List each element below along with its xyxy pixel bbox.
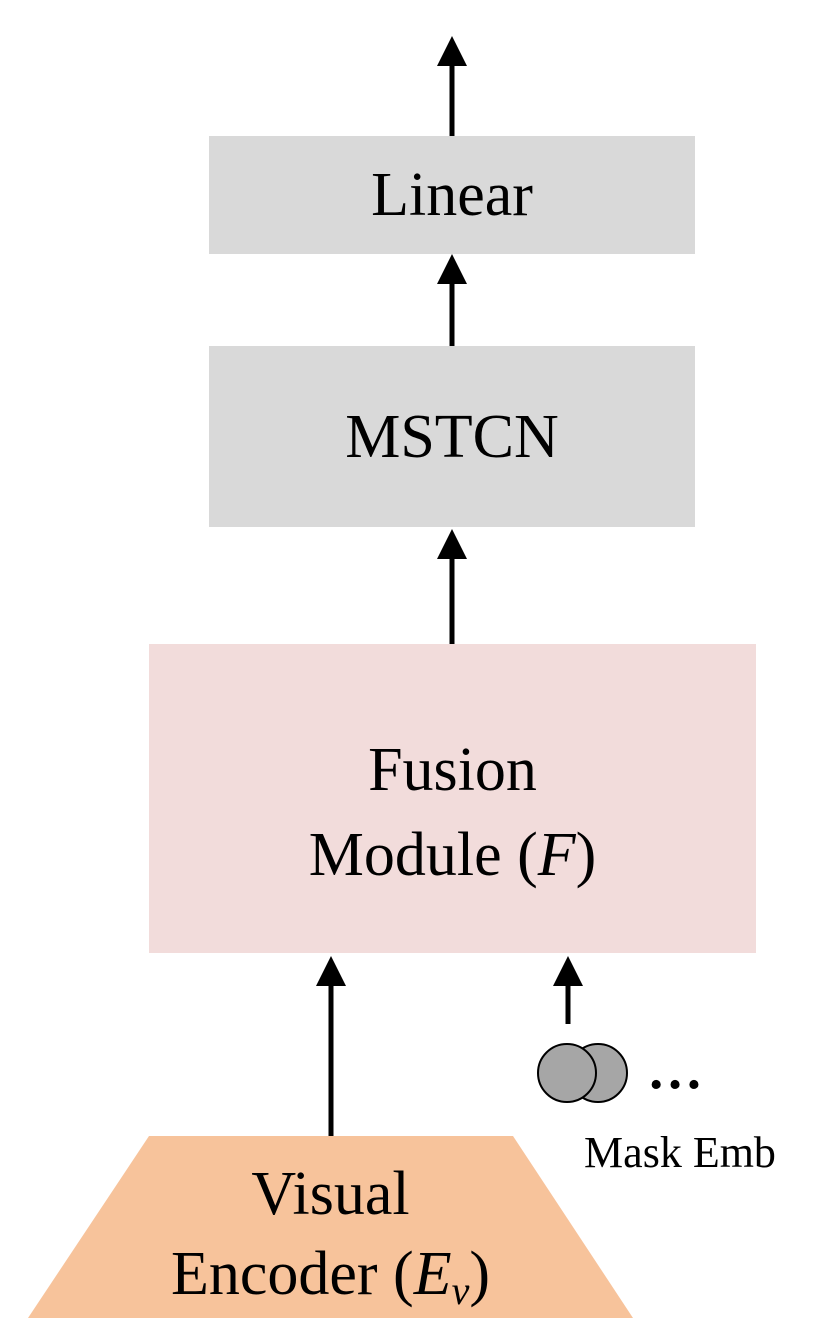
arrowheads [316, 36, 583, 986]
mstcn-block [209, 346, 695, 527]
arrowhead-icon [316, 956, 346, 986]
arrowhead-icon [437, 36, 467, 66]
visual-encoder-block [28, 1136, 633, 1318]
encoder-label-prefix: Encoder ( [171, 1240, 414, 1308]
encoder-label-suffix: ) [469, 1240, 490, 1308]
mask-emb-label: Mask Emb [584, 1128, 776, 1177]
encoder-subscript: v [451, 1268, 470, 1313]
arrows [328, 60, 571, 1136]
fusion-symbol: F [537, 821, 576, 889]
visual-encoder-label-line1: Visual [251, 1160, 410, 1228]
fusion-module-block [149, 644, 756, 953]
arrowhead-icon [553, 956, 583, 986]
visual-encoder-label-line2: Encoder (Ev) [28, 1237, 633, 1311]
linear-label: Linear [371, 161, 533, 229]
fusion-label-suffix: ) [575, 821, 597, 889]
fusion-label-line2: Module (F) [149, 818, 756, 892]
arrowhead-icon [437, 529, 467, 559]
encoder-symbol: E [413, 1240, 452, 1308]
fusion-label-line1: Fusion [368, 736, 537, 804]
mask-embedding-icon [537, 1043, 628, 1103]
arrowhead-icon [437, 254, 467, 284]
mask-ellipsis: … [647, 1039, 703, 1101]
fusion-label-prefix: Module ( [308, 821, 538, 889]
mstcn-label: MSTCN [345, 403, 559, 471]
linear-block [209, 136, 695, 254]
